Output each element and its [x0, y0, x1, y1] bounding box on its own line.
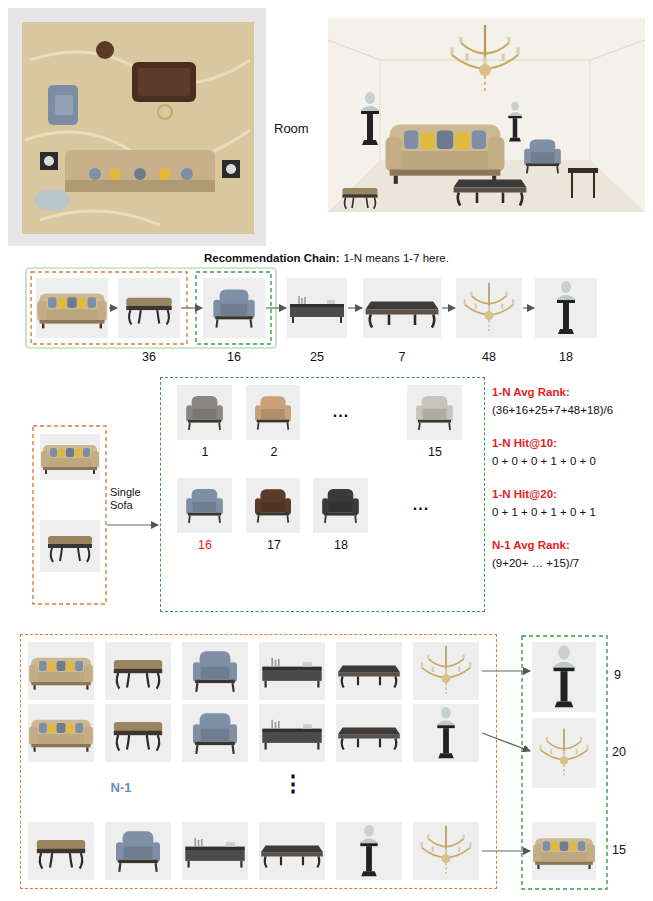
rank-number: 16 [227, 350, 241, 365]
box-text: ... [333, 402, 349, 421]
rank-number: 18 [559, 350, 573, 365]
rank-number: 9 [614, 668, 621, 683]
metric-name: N-1 Avg Rank: [492, 539, 570, 553]
room-render [328, 18, 645, 212]
box-text: 17 [267, 538, 281, 553]
chain-note: 1-N means 1-7 here. [343, 252, 448, 266]
metric-name: 1-N Hit@20: [492, 488, 557, 502]
rank-number: 48 [482, 350, 496, 365]
chain-heading: Recommendation Chain: [204, 252, 339, 266]
candidates [177, 385, 462, 533]
rank-number: 20 [612, 745, 626, 760]
n-1-grid [28, 636, 607, 889]
box-text: 18 [334, 538, 348, 553]
metric-value: 0 + 0 + 0 + 1 + 0 + 0 [492, 455, 596, 469]
arrow-label: Single Sofa [110, 486, 156, 512]
rank-number: 25 [310, 350, 324, 365]
candidate-box: 1 2... 15 16 17 18... [160, 377, 485, 612]
n-1-context-box: N-1 ⋮ [20, 634, 497, 889]
box-text: 2 [271, 445, 278, 460]
rank-number: 7 [399, 350, 406, 365]
rank-number: 15 [612, 843, 626, 858]
rank-number: 36 [142, 350, 156, 365]
metric-value: (36+16+25+7+48+18)/6 [492, 404, 613, 418]
room-label: Room [274, 121, 309, 137]
single-sofa-query [33, 426, 158, 604]
floor-plan [8, 8, 266, 246]
metric-value: (9+20+ … +15)/7 [492, 557, 579, 571]
box-text: 15 [428, 445, 442, 460]
metric-name: 1-N Avg Rank: [492, 386, 570, 400]
box-text: 16 [198, 538, 212, 553]
box-text: 1 [202, 445, 209, 460]
metric-value: 0 + 1 + 0 + 1 + 0 + 1 [492, 506, 596, 520]
box-text: ⋮ [282, 771, 304, 797]
chain [26, 268, 597, 348]
box-text: ... [413, 495, 429, 514]
metric-name: 1-N Hit@10: [492, 437, 557, 451]
box-text: N-1 [111, 780, 132, 796]
